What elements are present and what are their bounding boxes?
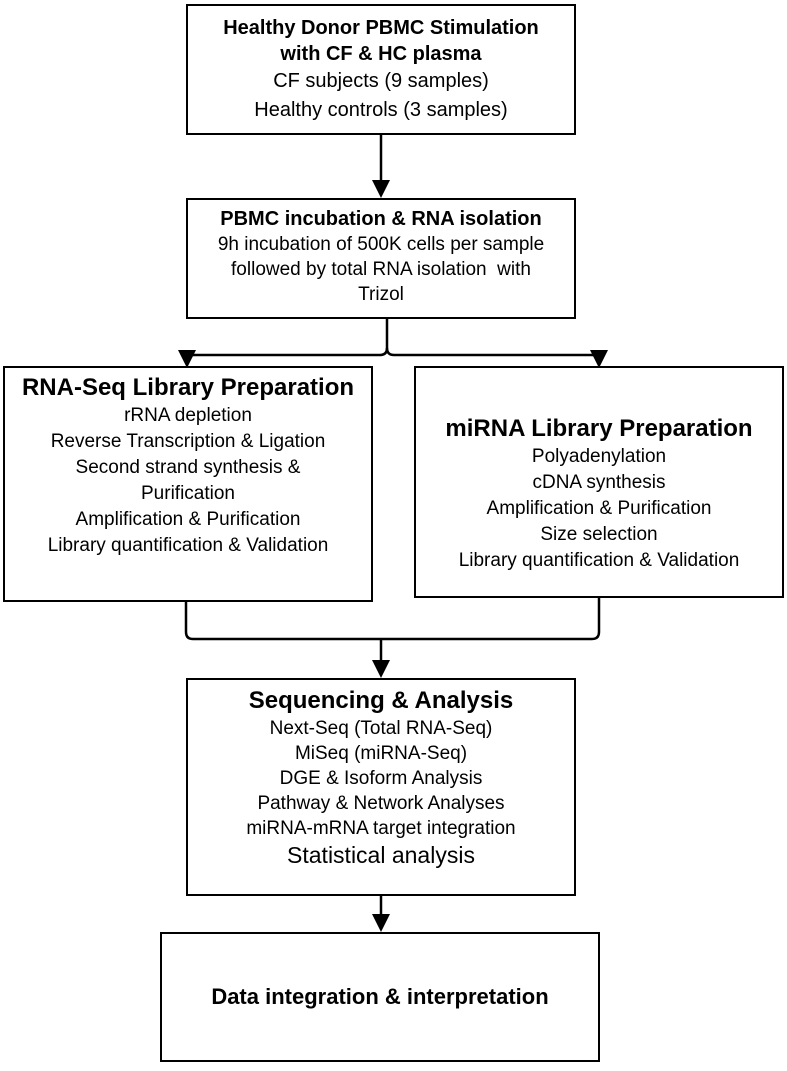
sequencing-analysis-title: Sequencing & Analysis — [248, 687, 514, 714]
mirna-library-title: miRNA Library Preparation — [445, 415, 753, 442]
incubation-line: followed by total RNA isolation with — [231, 259, 531, 280]
mirna-library-box: miRNA Library Preparation Polyadenylatio… — [414, 366, 784, 598]
rnaseq-library-step: Second strand synthesis & — [75, 457, 301, 478]
rnaseq-library-step: Purification — [141, 483, 235, 504]
incubation-line: 9h incubation of 500K cells per sample — [217, 234, 545, 255]
mirna-library-step: Polyadenylation — [531, 446, 667, 467]
stimulation-title-line2: with CF & HC plasma — [280, 42, 482, 65]
sequencing-analysis-step: miRNA-mRNA target integration — [246, 818, 516, 839]
stimulation-line: Healthy controls (3 samples) — [254, 98, 508, 121]
sequencing-analysis-box: Sequencing & Analysis Next-Seq (Total RN… — [186, 678, 576, 896]
incubation-box: PBMC incubation & RNA isolation 9h incub… — [186, 198, 576, 319]
rnaseq-library-title: RNA-Seq Library Preparation — [21, 374, 355, 401]
mirna-library-step: Amplification & Purification — [486, 498, 712, 519]
data-integration-title: Data integration & interpretation — [211, 984, 549, 1009]
rnaseq-library-step: Amplification & Purification — [75, 509, 301, 530]
rnaseq-library-box: RNA-Seq Library Preparation rRNA depleti… — [3, 366, 373, 602]
stimulation-line: CF subjects (9 samples) — [273, 69, 489, 92]
stimulation-title-line1: Healthy Donor PBMC Stimulation — [223, 16, 539, 39]
merge-connector-left — [184, 602, 381, 641]
mirna-library-step: Size selection — [540, 524, 658, 545]
arrowhead-to-integration — [372, 914, 390, 932]
stimulation-box: Healthy Donor PBMC Stimulation with CF &… — [186, 4, 576, 135]
split-connector-right — [385, 347, 601, 363]
rnaseq-library-step: Reverse Transcription & Ligation — [50, 431, 326, 452]
mirna-library-step: Library quantification & Validation — [458, 550, 740, 571]
incubation-line: Trizol — [358, 284, 404, 305]
arrowhead-to-rnaseq — [178, 350, 196, 368]
arrowhead-stimulation-to-incubation — [372, 180, 390, 198]
split-connector — [185, 319, 389, 363]
arrowhead-to-mirna — [590, 350, 608, 368]
data-integration-box: Data integration & interpretation — [160, 932, 600, 1062]
arrowhead-to-sequencing — [372, 660, 390, 678]
sequencing-analysis-step: Next-Seq (Total RNA-Seq) — [269, 718, 493, 739]
merge-connector-right — [381, 598, 601, 641]
sequencing-analysis-step: Statistical analysis — [287, 842, 475, 868]
sequencing-analysis-step: DGE & Isoform Analysis — [279, 768, 483, 789]
incubation-title: PBMC incubation & RNA isolation — [220, 208, 542, 230]
rnaseq-library-step: rRNA depletion — [124, 405, 252, 426]
rnaseq-library-step: Library quantification & Validation — [47, 535, 329, 556]
sequencing-analysis-step: Pathway & Network Analyses — [257, 793, 505, 814]
mirna-library-step: cDNA synthesis — [532, 472, 666, 493]
sequencing-analysis-step: MiSeq (miRNA-Seq) — [294, 743, 468, 764]
